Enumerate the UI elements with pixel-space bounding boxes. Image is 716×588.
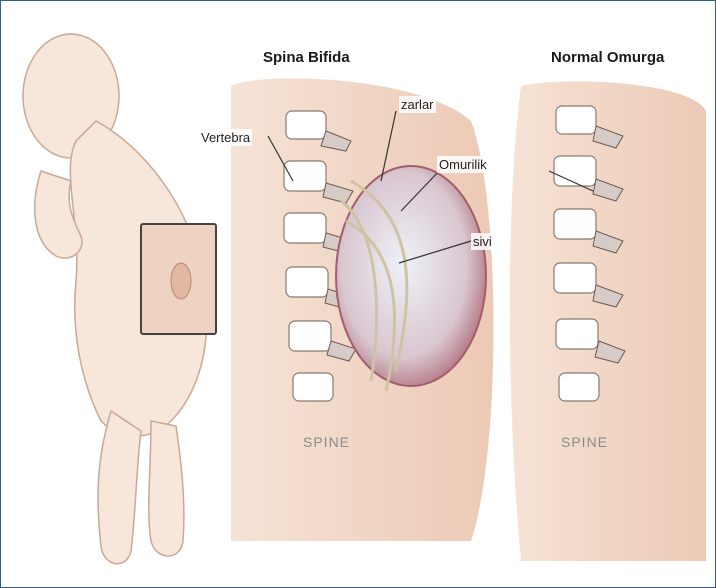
vertebra-label: Vertebra [199, 129, 252, 146]
meningocele-sac [336, 166, 486, 386]
lesion-mark [171, 263, 191, 299]
spina-bifida-panel [231, 78, 494, 541]
omurilik-label: Omurilik [437, 156, 489, 173]
zarlar-label: zarlar [399, 96, 436, 113]
sivi-label: sivi [471, 233, 494, 250]
spine-label-right: SPINE [561, 434, 608, 450]
normal-spine-panel [510, 81, 706, 561]
spina-bifida-title: Spina Bifida [263, 49, 350, 66]
spine-label-left: SPINE [303, 434, 350, 450]
normal-spine-title: Normal Omurga [551, 49, 664, 66]
